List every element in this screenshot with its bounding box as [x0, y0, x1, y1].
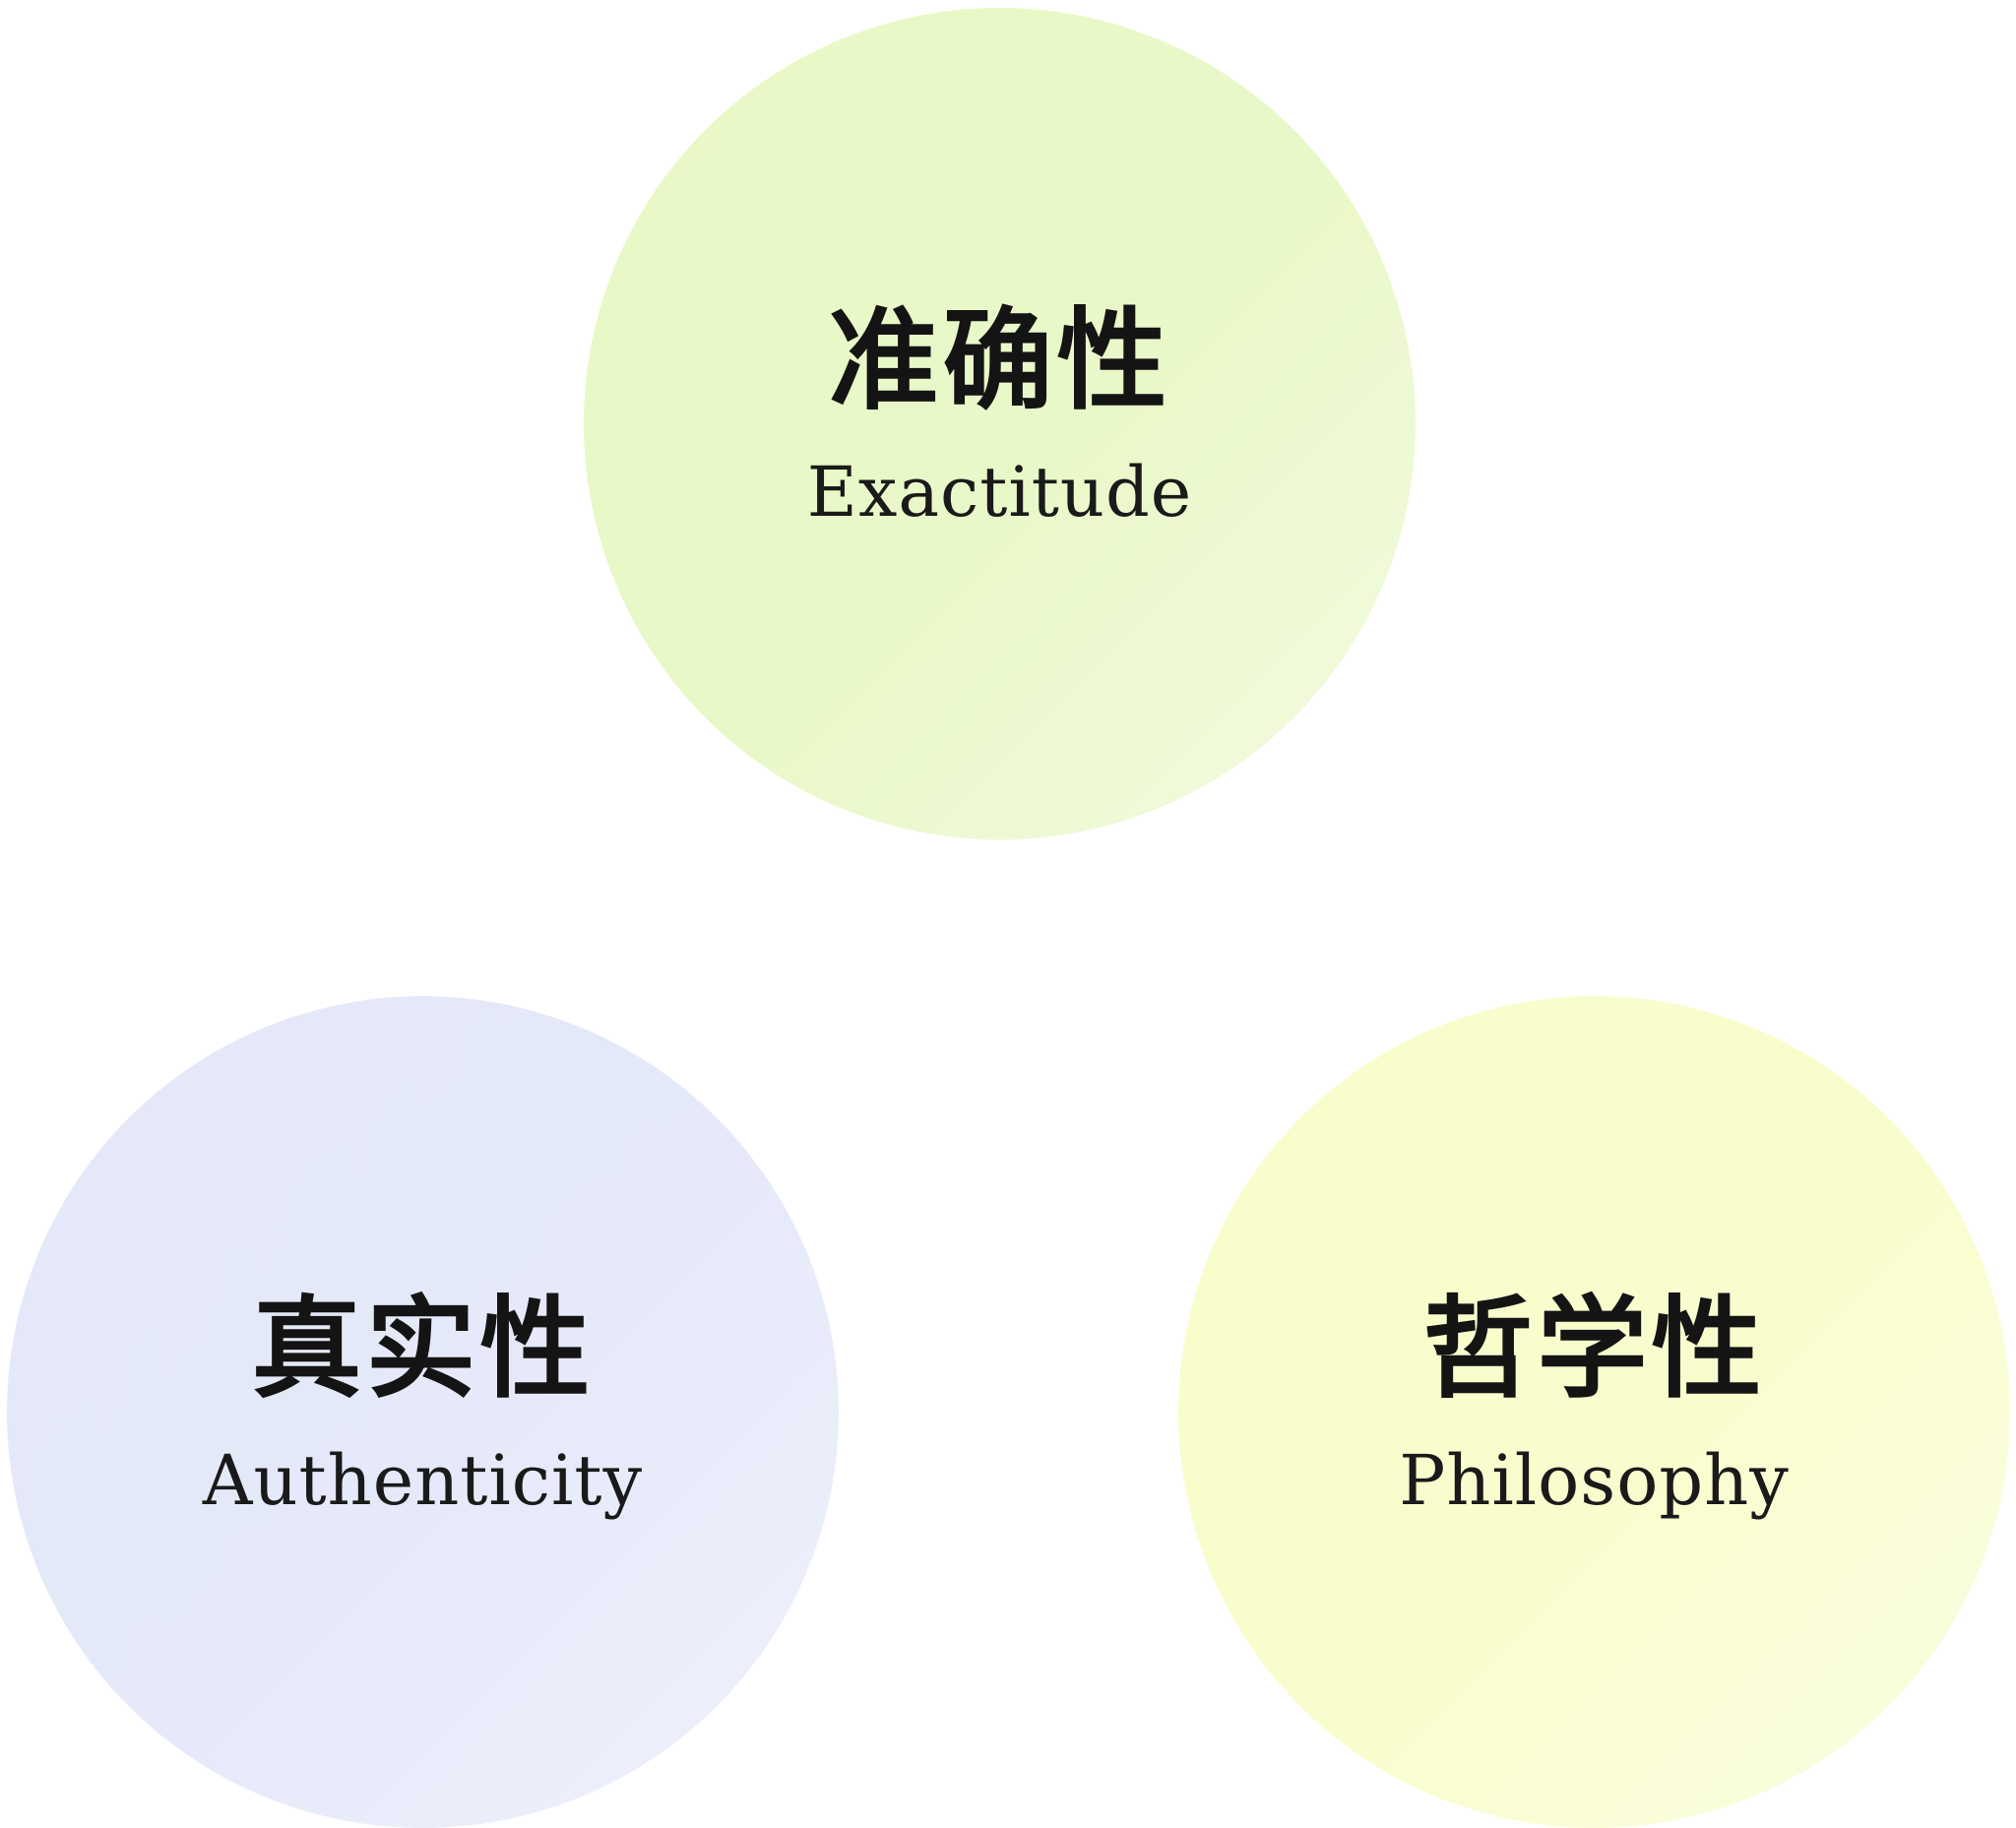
philosophy-circle: 哲学性 Philosophy — [1178, 996, 2010, 1828]
exactitude-title: 准确性 — [828, 296, 1171, 425]
authenticity-circle: 真实性 Authenticity — [7, 996, 839, 1828]
philosophy-subtitle: Philosophy — [1399, 1439, 1790, 1521]
exactitude-circle: 准确性 Exactitude — [584, 8, 1416, 840]
philosophy-title: 哲学性 — [1422, 1285, 1766, 1414]
exactitude-subtitle: Exactitude — [806, 451, 1193, 533]
authenticity-title: 真实性 — [251, 1285, 595, 1414]
authenticity-subtitle: Authenticity — [202, 1439, 644, 1521]
